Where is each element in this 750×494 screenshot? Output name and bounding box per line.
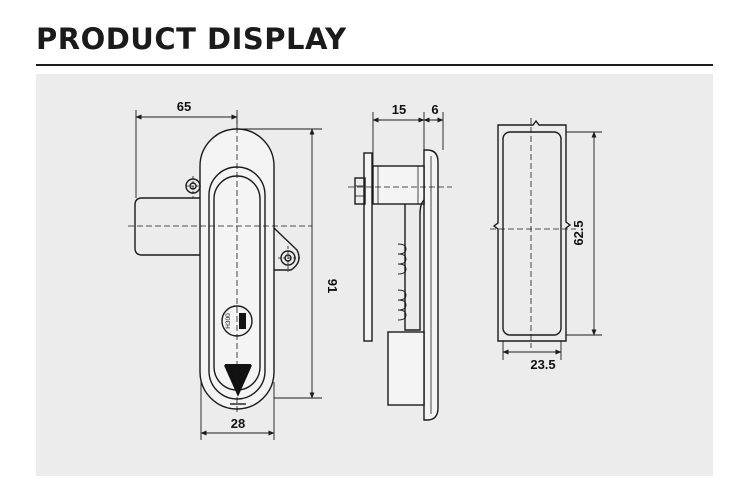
spring-upper (397, 243, 407, 275)
cam-block (404, 199, 425, 331)
cutout-inner (502, 131, 562, 336)
key-label: H300 (225, 313, 232, 329)
front-view: H300 (128, 118, 312, 414)
dim-65: 65 (177, 99, 191, 114)
spring-lower (397, 289, 407, 321)
front-dimensions (135, 110, 322, 440)
title-underline (36, 64, 713, 66)
barrel-nut (354, 177, 366, 205)
cutout-dimensions (502, 131, 602, 360)
mounting-plate (363, 152, 373, 342)
lock-barrel (372, 165, 425, 205)
drawing-panel (36, 74, 713, 476)
dim-91: 91 (325, 279, 340, 293)
dim-28: 28 (231, 416, 245, 431)
side-view (348, 149, 452, 421)
side-dimensions (372, 112, 444, 166)
dim-62-5: 62.5 (571, 220, 586, 245)
cutout-view (490, 118, 576, 348)
dim-15: 15 (392, 102, 406, 117)
lower-block (387, 331, 425, 406)
dim-23-5: 23.5 (530, 357, 555, 372)
key-slot (239, 313, 246, 329)
page-title: PRODUCT DISPLAY (36, 22, 347, 56)
lever-tab (273, 227, 300, 271)
cutout-outer (492, 119, 572, 342)
lever-body (134, 197, 203, 256)
dim-6: 6 (431, 102, 438, 117)
